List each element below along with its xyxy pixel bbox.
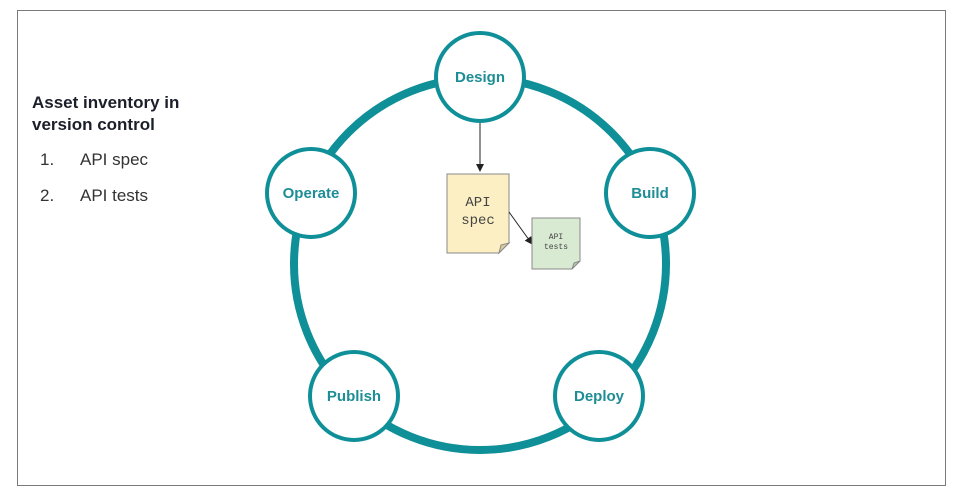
stage-label-deploy: Deploy [574,388,625,405]
stage-circle [265,147,357,239]
stage-operate: Operate [265,147,357,239]
stage-label-design: Design [455,69,505,86]
list-item: 2. API tests [40,185,148,221]
tests-text-line1: API [549,233,563,242]
stage-label-publish: Publish [327,388,381,405]
arrow-spec-to-tests [508,211,533,245]
stage-circle [434,31,526,123]
list-label: API spec [80,150,149,169]
tests-text-line2: tests [544,243,568,252]
spec-text-line1: API [465,195,490,211]
stage-circle [604,147,696,239]
list-number: 2. [40,186,55,205]
stage-design: Design [434,31,526,123]
doc-fold [498,242,511,255]
asset-inventory-heading: Asset inventory in version control [32,93,180,134]
stage-label-build: Build [631,185,669,202]
stage-circle [553,350,645,442]
stage-publish: Publish [308,350,400,442]
spec-text-line2: spec [461,213,495,229]
api-tests-document: API tests [531,217,581,270]
doc-fold [571,260,581,270]
stage-label-operate: Operate [283,185,340,202]
list-item: 1. API spec [40,149,148,185]
list-label: API tests [80,186,149,205]
list-number: 1. [40,150,55,169]
stage-build: Build [604,147,696,239]
asset-list: 1. API spec 2. API tests [40,149,148,221]
api-spec-document: API spec [446,173,511,255]
stage-circle [308,350,400,442]
stage-deploy: Deploy [553,350,645,442]
